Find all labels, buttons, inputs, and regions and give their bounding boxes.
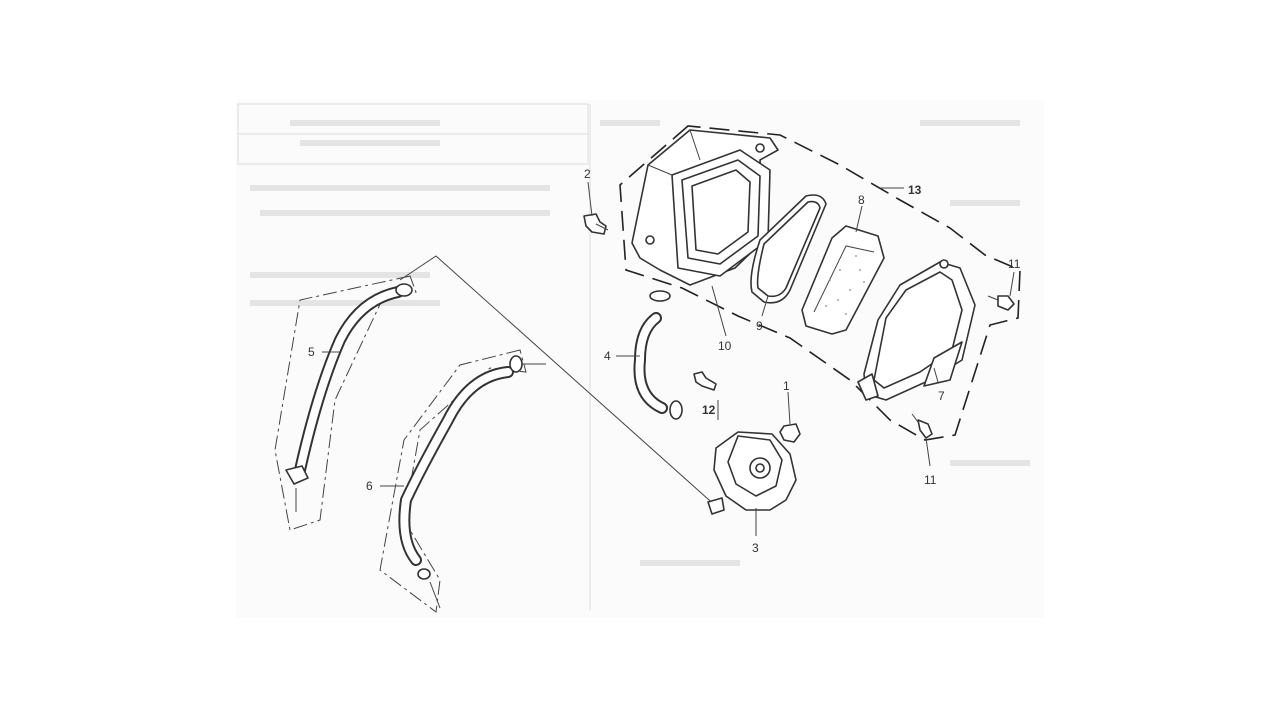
- callout-12: 12: [702, 403, 716, 417]
- callout-2: 2: [584, 167, 591, 181]
- hose-6: [398, 355, 523, 609]
- assembly-outline: [619, 125, 1021, 441]
- air-cleaner-cover: [857, 259, 976, 401]
- leader-lines: [322, 181, 1015, 536]
- callout-labels: 1 2 3 4 5 6 7 8 9 10 11 11 12 13: [308, 167, 1021, 555]
- bolt-2: [583, 213, 609, 235]
- callout-3: 3: [752, 541, 759, 555]
- callout-9: 9: [756, 319, 763, 333]
- callout-10: 10: [718, 339, 732, 353]
- routing-line: [399, 255, 719, 509]
- callout-4: 4: [604, 349, 611, 363]
- callout-11-lower: 11: [924, 473, 937, 487]
- callout-1: 1: [783, 379, 790, 393]
- callout-5: 5: [308, 345, 315, 359]
- bolt-12: [693, 371, 717, 391]
- callout-13: 13: [908, 183, 922, 197]
- nut-1: [779, 423, 801, 443]
- callout-6: 6: [366, 479, 373, 493]
- air-valve: [707, 431, 797, 515]
- hose-5: [285, 283, 413, 512]
- screw-11-upper: [987, 295, 1015, 311]
- air-cleaner-case: [631, 129, 779, 286]
- callout-11-upper: 11: [1008, 257, 1021, 271]
- gasket: [750, 194, 827, 304]
- screw-11-lower: [911, 413, 933, 439]
- hose-4: [633, 290, 683, 420]
- callout-7: 7: [938, 389, 945, 403]
- callout-8: 8: [858, 193, 865, 207]
